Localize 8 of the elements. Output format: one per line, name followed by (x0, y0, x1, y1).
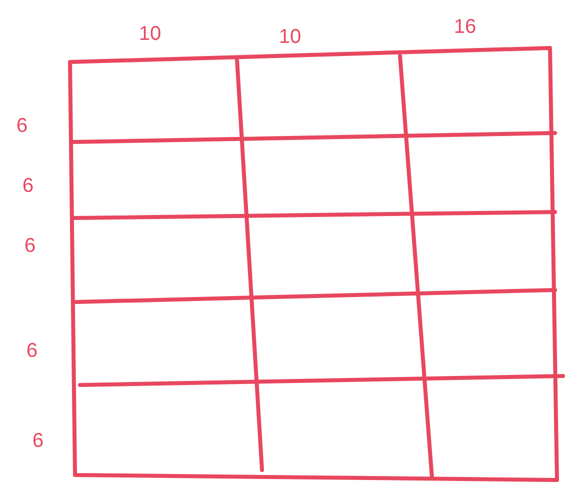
dimension-label: 6 (23, 178, 33, 192)
dimension-label: 16 (455, 18, 476, 34)
dimension-label: 6 (33, 432, 43, 448)
dimension-label: 6 (17, 118, 27, 132)
dimension-label: 6 (25, 238, 35, 252)
dimension-label: 6 (27, 342, 37, 358)
dimension-label: 10 (280, 28, 300, 44)
dimension-label: 10 (140, 26, 160, 40)
